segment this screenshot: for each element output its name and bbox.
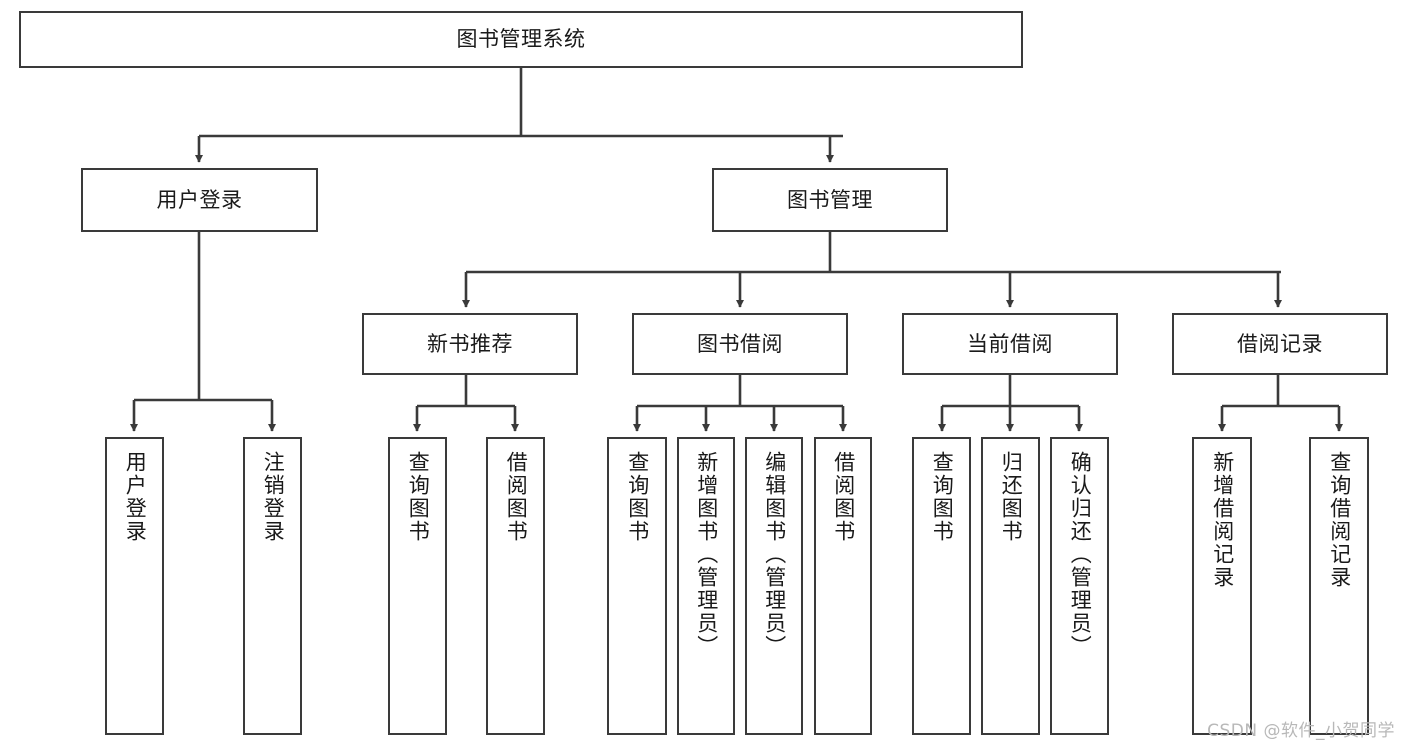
node-leaf-borrow-book-2-label: 借阅图书 — [831, 451, 856, 543]
node-leaf-logout-login[interactable]: 注销登录 — [243, 437, 302, 735]
edges-root-to-level2 — [194, 68, 843, 163]
node-leaf-add-book[interactable]: 新增图书（管理员） — [677, 437, 735, 735]
watermark: CSDN @软件_小贺同学 — [1207, 721, 1395, 741]
node-user-login-label: 用户登录 — [156, 187, 243, 212]
node-borrow-record-label: 借阅记录 — [1237, 331, 1323, 356]
node-leaf-query-book-3[interactable]: 查询图书 — [912, 437, 971, 735]
node-book-manage-label: 图书管理 — [787, 187, 873, 212]
node-book-manage[interactable]: 图书管理 — [712, 168, 948, 232]
edges-borrow-record-to-leaves — [1217, 375, 1344, 432]
edges-book-manage-to-level3 — [461, 232, 1283, 308]
node-new-book-recommend[interactable]: 新书推荐 — [362, 313, 578, 375]
node-leaf-confirm-return-label: 确认归还（管理员） — [1068, 451, 1093, 658]
node-leaf-edit-book-label: 编辑图书（管理员） — [762, 451, 787, 658]
node-leaf-return-book-label: 归还图书 — [999, 451, 1024, 543]
node-leaf-return-book[interactable]: 归还图书 — [981, 437, 1040, 735]
node-leaf-user-login[interactable]: 用户登录 — [105, 437, 164, 735]
node-root-label: 图书管理系统 — [456, 27, 586, 52]
node-leaf-confirm-return[interactable]: 确认归还（管理员） — [1050, 437, 1109, 735]
node-leaf-add-book-label: 新增图书（管理员） — [694, 451, 719, 658]
node-leaf-add-record-label: 新增借阅记录 — [1210, 451, 1235, 589]
node-new-book-recommend-label: 新书推荐 — [427, 331, 513, 356]
node-leaf-query-record-label: 查询借阅记录 — [1327, 451, 1352, 589]
edges-user-login-to-leaves — [129, 232, 277, 432]
edges-book-borrow-to-leaves — [632, 375, 848, 432]
node-leaf-query-book-2[interactable]: 查询图书 — [607, 437, 667, 735]
node-leaf-borrow-book-1[interactable]: 借阅图书 — [486, 437, 545, 735]
node-leaf-borrow-book-1-label: 借阅图书 — [504, 451, 529, 543]
node-borrow-record[interactable]: 借阅记录 — [1172, 313, 1388, 375]
node-book-borrow-label: 图书借阅 — [697, 331, 783, 356]
node-leaf-logout-login-label: 注销登录 — [261, 451, 286, 543]
node-leaf-query-book-2-label: 查询图书 — [625, 451, 650, 543]
node-leaf-edit-book[interactable]: 编辑图书（管理员） — [745, 437, 803, 735]
node-leaf-query-record[interactable]: 查询借阅记录 — [1309, 437, 1369, 735]
node-current-borrow[interactable]: 当前借阅 — [902, 313, 1118, 375]
node-leaf-query-book-3-label: 查询图书 — [930, 451, 955, 543]
node-root[interactable]: 图书管理系统 — [19, 11, 1023, 68]
edges-new-book-recommend-to-leaves — [412, 375, 520, 432]
node-leaf-borrow-book-2[interactable]: 借阅图书 — [814, 437, 872, 735]
edges-current-borrow-to-leaves — [937, 375, 1084, 432]
node-current-borrow-label: 当前借阅 — [967, 331, 1053, 356]
node-leaf-query-book-1-label: 查询图书 — [406, 451, 431, 543]
node-leaf-add-record[interactable]: 新增借阅记录 — [1192, 437, 1252, 735]
node-leaf-user-login-label: 用户登录 — [123, 451, 148, 543]
node-book-borrow[interactable]: 图书借阅 — [632, 313, 848, 375]
node-leaf-query-book-1[interactable]: 查询图书 — [388, 437, 447, 735]
node-user-login[interactable]: 用户登录 — [81, 168, 318, 232]
